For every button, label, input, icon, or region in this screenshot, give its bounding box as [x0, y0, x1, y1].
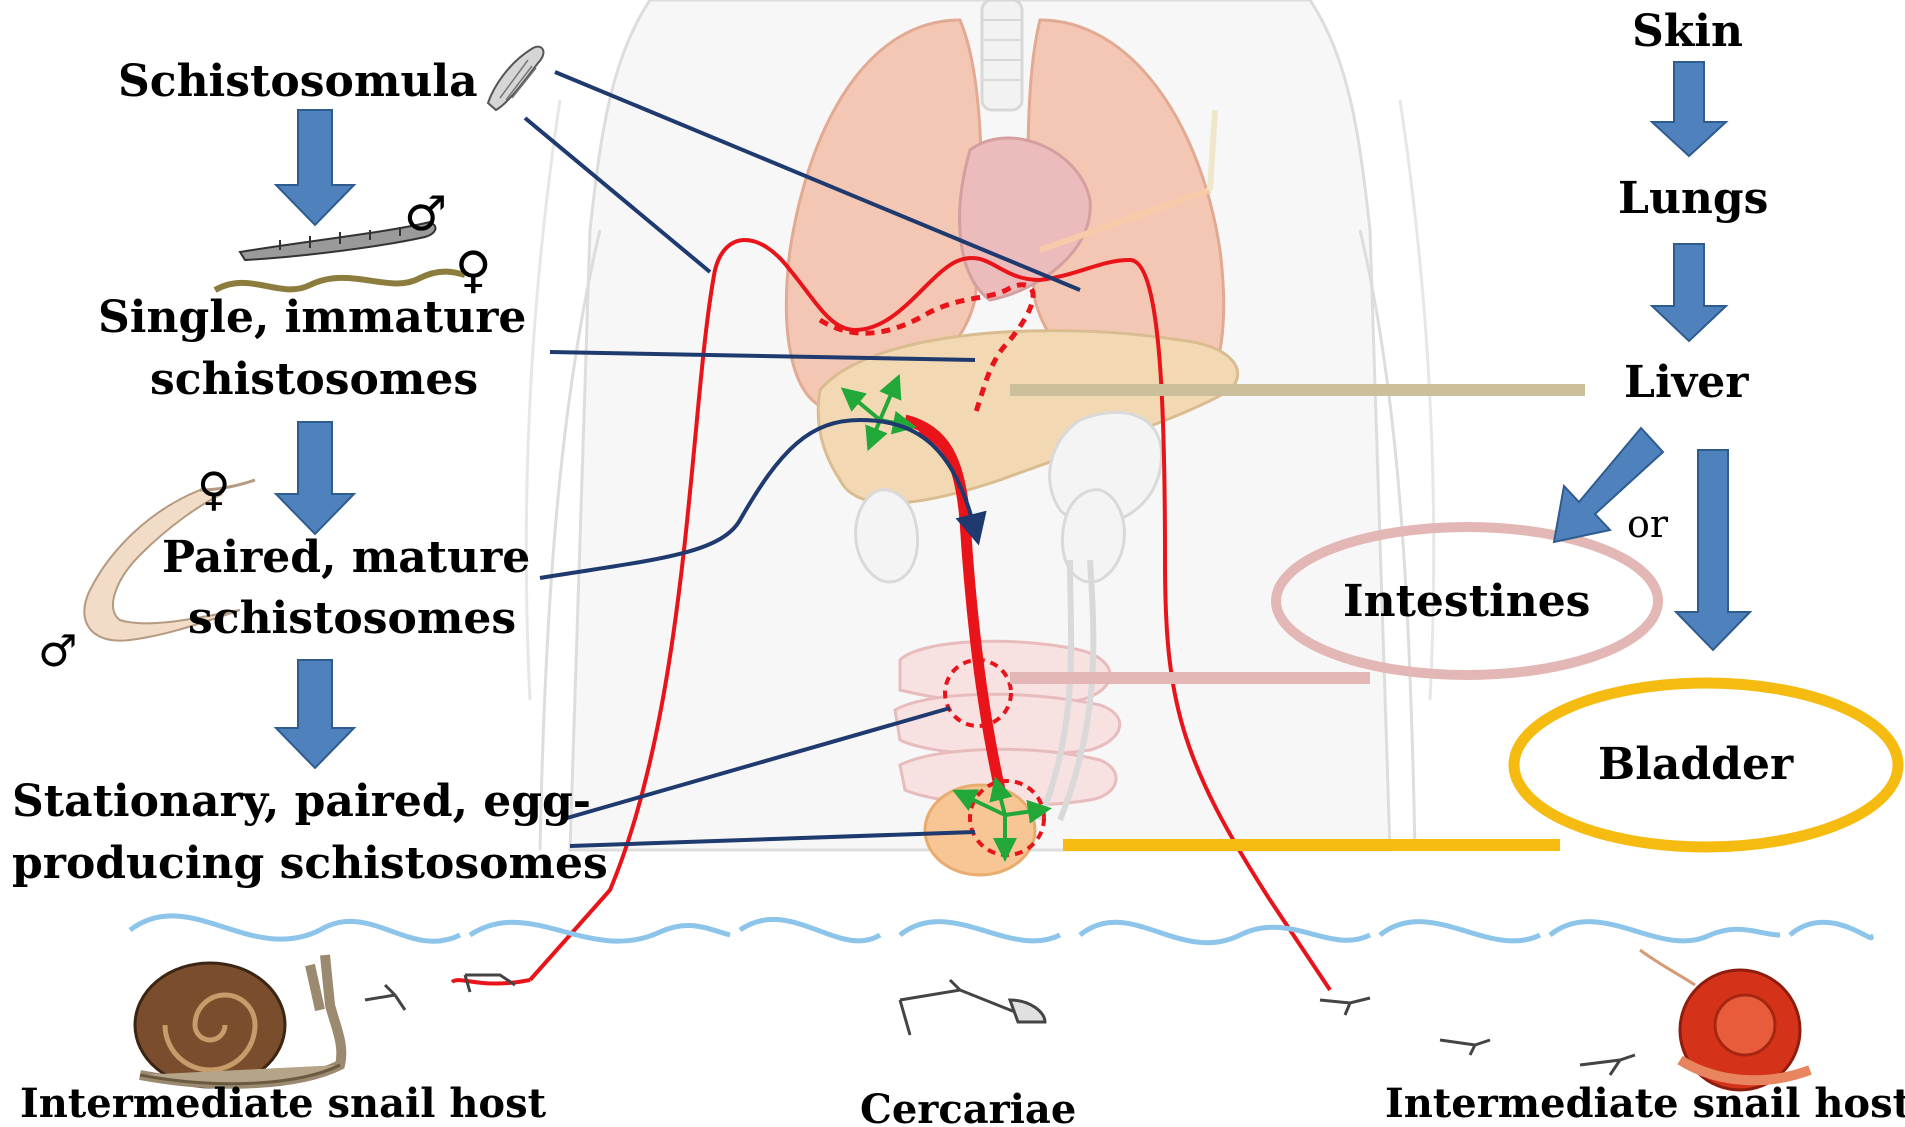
cercaria-icon	[365, 975, 1635, 1075]
route-label-liver: Liver	[1624, 361, 1748, 405]
female-symbol-icon: ♀	[455, 245, 492, 295]
stage-label-paired-line2: schistosomes	[188, 597, 516, 641]
female-worm-icon	[215, 272, 465, 290]
destination-intestines: Intestines	[1343, 580, 1590, 624]
schistosomulum-icon	[488, 47, 543, 110]
water-waves	[130, 916, 1871, 943]
stage-label-single-line2: schistosomes	[150, 358, 478, 402]
route-label-skin: Skin	[1632, 10, 1743, 54]
snail-icon	[135, 955, 341, 1087]
down-arrow	[276, 110, 354, 225]
route-arrows	[1554, 62, 1750, 650]
female-symbol-icon: ♀	[197, 466, 231, 512]
stage-label-stationary-line1: Stationary, paired, egg-	[12, 780, 591, 824]
snail-host-label-right: Intermediate snail host	[1385, 1084, 1905, 1124]
stage-label-single-line1: Single, immature	[98, 296, 526, 340]
down-arrow	[276, 660, 354, 768]
down-arrow	[276, 422, 354, 534]
route-label-lungs: Lungs	[1618, 177, 1768, 221]
route-or-label: or	[1627, 505, 1668, 543]
stage-label-schistosomula: Schistosomula	[118, 60, 478, 104]
snail-host-label-left: Intermediate snail host	[20, 1084, 546, 1124]
stage-label-paired-line1: Paired, mature	[162, 536, 530, 580]
stage-label-stationary-line2: producing schistosomes	[12, 842, 608, 886]
destination-bladder: Bladder	[1598, 743, 1793, 787]
stage-arrows	[276, 110, 354, 768]
male-symbol-icon: ♂	[38, 630, 77, 674]
snail-icon	[1640, 950, 1810, 1090]
body-illustration	[526, 0, 1434, 875]
male-symbol-icon: ♂	[404, 190, 447, 238]
cercariae-label: Cercariae	[860, 1090, 1076, 1127]
